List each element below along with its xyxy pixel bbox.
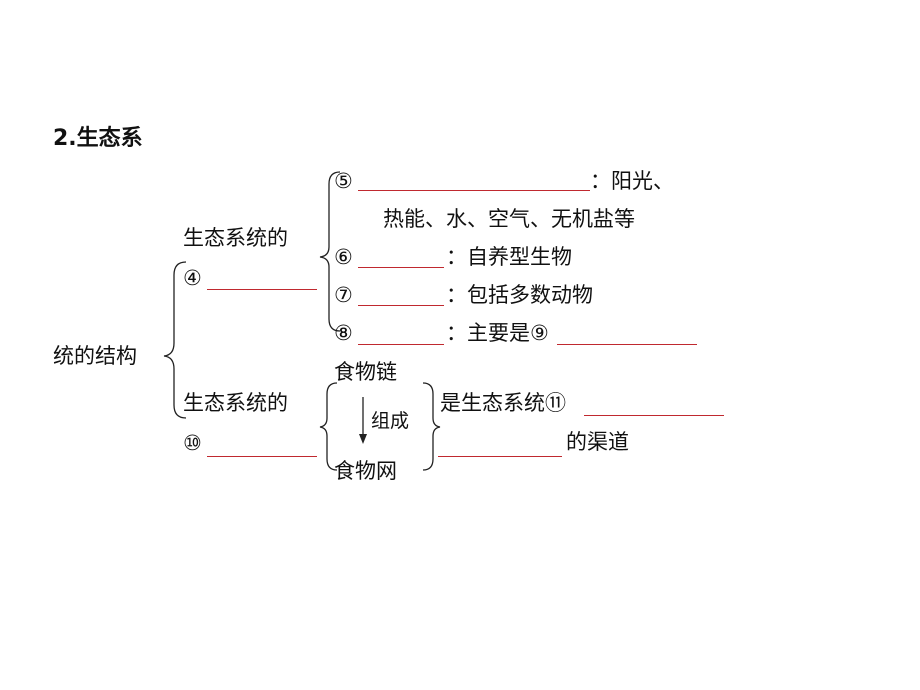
blank-11[interactable] <box>584 415 724 416</box>
component-8-number: ⑧ <box>334 321 353 345</box>
components-brace <box>319 171 341 332</box>
channel-statement: 是生态系统⑪ <box>440 391 566 415</box>
blank-5[interactable] <box>358 190 590 191</box>
food-chain-label: 食物链 <box>334 360 397 384</box>
blank-11-continued[interactable] <box>438 456 562 457</box>
compose-label: 组成 <box>371 410 410 432</box>
channel-suffix: 的渠道 <box>566 430 629 454</box>
lower-structure-label: 生态系统的 <box>183 391 288 415</box>
upper-structure-number: ④ <box>183 266 202 290</box>
blank-9[interactable] <box>557 344 697 345</box>
food-left-brace <box>319 382 338 471</box>
section-title: 2.生态系 <box>53 126 143 151</box>
blank-4[interactable] <box>207 289 317 290</box>
component-5-text: ：阳光、 <box>590 169 674 193</box>
component-8-text: ：主要是⑨ <box>446 321 549 345</box>
component-5-number: ⑤ <box>334 169 353 193</box>
compose-arrow-head <box>359 434 367 444</box>
blank-6[interactable] <box>358 267 444 268</box>
blank-7[interactable] <box>358 305 444 306</box>
component-6-number: ⑥ <box>334 245 353 269</box>
component-6-text: ：自养型生物 <box>446 245 572 269</box>
main-brace <box>163 261 187 419</box>
food-web-label: 食物网 <box>334 459 397 483</box>
blank-8[interactable] <box>358 344 444 345</box>
component-7-number: ⑦ <box>334 283 353 307</box>
food-right-brace <box>422 382 441 471</box>
upper-structure-label: 生态系统的 <box>183 226 288 250</box>
blank-10[interactable] <box>207 456 317 457</box>
lower-structure-number: ⑩ <box>183 431 202 455</box>
root-label: 统的结构 <box>53 344 137 368</box>
component-7-text: ：包括多数动物 <box>446 283 593 307</box>
component-5-text-line2: 热能、水、空气、无机盐等 <box>383 207 635 231</box>
